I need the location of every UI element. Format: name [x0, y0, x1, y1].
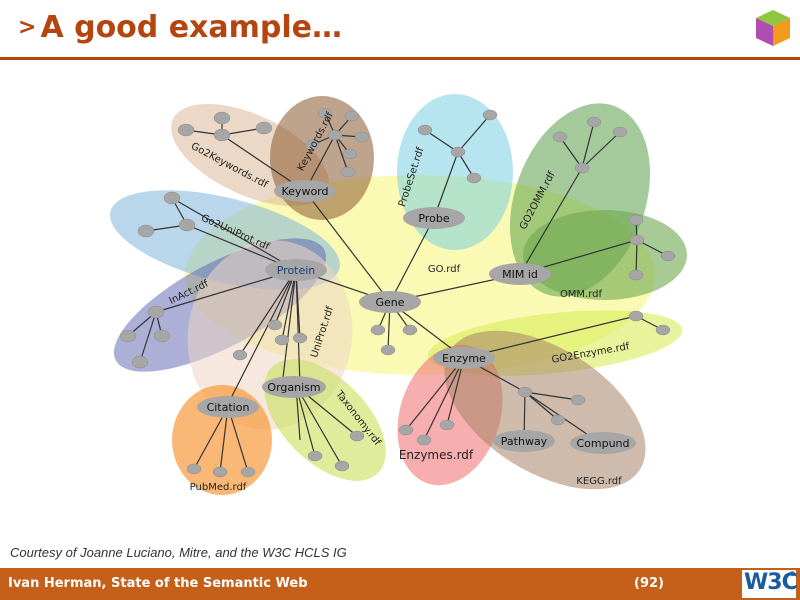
node-pathway: Pathway — [493, 430, 555, 452]
leaf-nodes — [119, 107, 676, 478]
registered-mark-icon: ® — [789, 570, 796, 578]
title-text: A good example… — [40, 10, 343, 45]
semantic-web-cube-icon — [756, 10, 790, 46]
svg-text:Citation: Citation — [207, 401, 250, 414]
svg-text:Organism: Organism — [267, 381, 320, 394]
label-go: GO.rdf — [428, 264, 461, 275]
node-protein: Protein — [265, 259, 327, 281]
node-mim-id: MIM id — [489, 263, 551, 285]
svg-text:Keyword: Keyword — [282, 185, 329, 198]
svg-text:Enzyme: Enzyme — [442, 352, 486, 365]
w3c-logo: W3C ® — [742, 570, 798, 598]
svg-text:Compund: Compund — [576, 437, 629, 450]
title-rule — [0, 57, 800, 60]
svg-text:Protein: Protein — [277, 264, 316, 277]
main-nodes: Keyword Protein Gene Probe MIM id Enzyme… — [197, 180, 636, 454]
label-omm: OMM.rdf — [560, 289, 603, 300]
rdf-diagram: Keyword Protein Gene Probe MIM id Enzyme… — [110, 94, 687, 495]
node-compound: Compund — [570, 432, 636, 454]
label-pubmed: PubMed.rdf — [190, 482, 247, 493]
node-gene: Gene — [359, 291, 421, 313]
page-number: (92) — [634, 576, 664, 591]
node-keyword: Keyword — [274, 180, 336, 202]
svg-text:Probe: Probe — [418, 212, 449, 225]
svg-text:MIM id: MIM id — [502, 268, 538, 281]
svg-text:Gene: Gene — [375, 296, 404, 309]
node-probe: Probe — [403, 207, 465, 229]
label-enzymes: Enzymes.rdf — [399, 448, 474, 462]
title-marker: > — [18, 15, 37, 40]
node-enzyme: Enzyme — [433, 347, 495, 369]
label-kegg: KEGG.rdf — [576, 476, 622, 487]
footer-bar: Ivan Herman, State of the Semantic Web (… — [0, 568, 800, 600]
w3c-logo-text: W3C — [744, 570, 798, 595]
footer-author: Ivan Herman, State of the Semantic Web — [8, 576, 308, 591]
svg-text:Pathway: Pathway — [501, 435, 548, 448]
page-title: >A good example… — [18, 10, 342, 45]
node-organism: Organism — [262, 376, 326, 398]
node-citation: Citation — [197, 396, 259, 418]
credit-text: Courtesy of Joanne Luciano, Mitre, and t… — [10, 545, 347, 560]
region-omm — [523, 210, 687, 300]
